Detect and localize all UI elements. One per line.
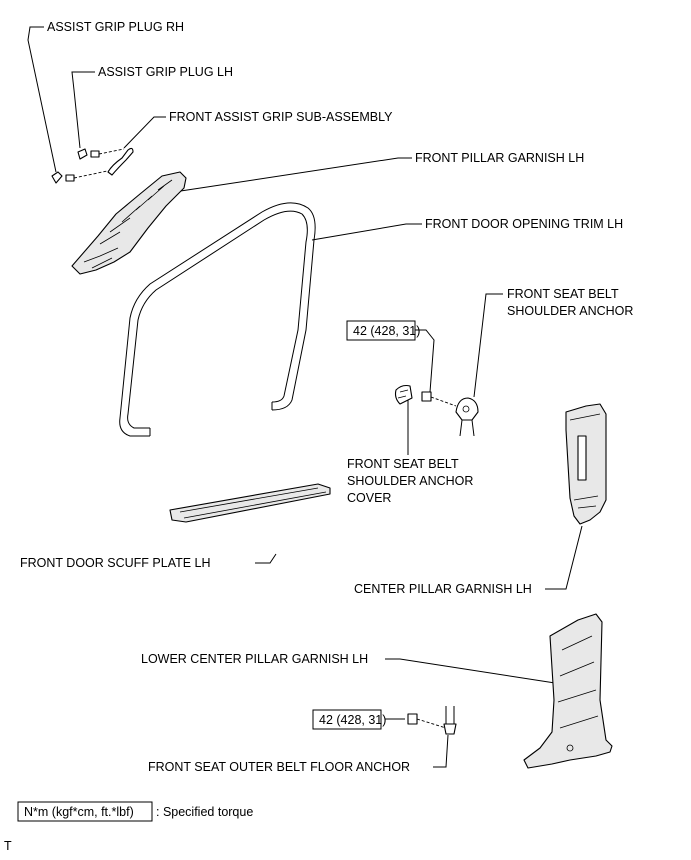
front-pillar-garnish-ribs xyxy=(99,179,173,245)
label-shoulder-anchor-cover-line3: COVER xyxy=(347,491,391,505)
scuff-plate-group xyxy=(169,483,331,523)
scuff-plate-part xyxy=(169,483,331,523)
leader-assist-grip-plug-lh xyxy=(71,71,95,149)
shoulder-anchor-bolt xyxy=(421,391,432,402)
leader-shoulder-anchor xyxy=(473,293,503,398)
assist-grip-dash-lower xyxy=(73,169,113,179)
leader-center-pillar-garnish xyxy=(545,525,583,590)
center-pillar-garnish-detail xyxy=(569,413,601,509)
label-shoulder-anchor-line2: SHOULDER ANCHOR xyxy=(507,304,633,318)
leader-front-assist-grip xyxy=(123,116,166,149)
label-floor-anchor: FRONT SEAT OUTER BELT FLOOR ANCHOR xyxy=(148,760,410,774)
front-assist-grip-part xyxy=(107,147,134,176)
front-door-opening-trim-inner xyxy=(127,210,308,429)
leader-front-door-opening-trim xyxy=(311,223,422,241)
label-shoulder-anchor-cover-line1: FRONT SEAT BELT xyxy=(347,457,459,471)
leader-lower-center-pillar xyxy=(385,658,556,684)
corner-mark: T xyxy=(4,839,12,853)
torque-box-shoulder xyxy=(346,320,416,341)
leader-scuff-plate xyxy=(255,553,277,564)
shoulder-anchor-webbing xyxy=(459,419,475,437)
center-pillar-garnish-group xyxy=(565,403,607,525)
leader-floor-anchor xyxy=(433,734,449,768)
shoulder-anchor-part xyxy=(455,397,479,421)
lower-center-pillar-group xyxy=(523,613,613,769)
floor-anchor-webbing xyxy=(445,706,455,724)
assist-grip-bolt-upper xyxy=(90,150,100,158)
assist-grip-plug-rh-part xyxy=(51,171,63,184)
floor-anchor-bolt xyxy=(407,713,418,725)
shoulder-anchor-group xyxy=(394,384,479,437)
torque-value-shoulder: 42 (428, 31) xyxy=(353,324,420,338)
label-front-assist-grip: FRONT ASSIST GRIP SUB-ASSEMBLY xyxy=(169,110,393,124)
assist-grip-plug-lh-part xyxy=(77,148,88,160)
label-assist-grip-plug-rh: ASSIST GRIP PLUG RH xyxy=(47,20,184,34)
leader-front-pillar-garnish xyxy=(173,157,412,193)
front-door-opening-trim-ends xyxy=(149,402,273,436)
floor-anchor-dash xyxy=(416,718,447,729)
label-front-pillar-garnish: FRONT PILLAR GARNISH LH xyxy=(415,151,584,165)
label-shoulder-anchor-line1: FRONT SEAT BELT xyxy=(507,287,619,301)
lower-center-pillar-ribs xyxy=(557,635,599,729)
shoulder-anchor-cover-part xyxy=(394,384,413,405)
label-front-door-opening-trim: FRONT DOOR OPENING TRIM LH xyxy=(425,217,623,231)
legend-unit-text: N*m (kgf*cm, ft.*lbf) xyxy=(24,805,134,819)
shoulder-anchor-dash xyxy=(430,396,457,407)
front-door-opening-trim-group xyxy=(119,202,316,437)
shoulder-anchor-cover-detail xyxy=(397,389,409,399)
front-pillar-garnish-edge xyxy=(83,247,119,269)
label-shoulder-anchor-cover-line2: SHOULDER ANCHOR xyxy=(347,474,473,488)
lower-center-pillar-part xyxy=(523,613,613,769)
shoulder-anchor-hole xyxy=(462,405,470,413)
label-center-pillar-garnish: CENTER PILLAR GARNISH LH xyxy=(354,582,532,596)
assist-grip-bolt-lower xyxy=(65,174,75,182)
torque-value-floor: 42 (428, 31) xyxy=(319,713,386,727)
legend-unit-box xyxy=(17,801,153,822)
leader-assist-grip-plug-rh xyxy=(27,26,57,173)
center-pillar-garnish-slot xyxy=(577,435,587,481)
front-door-opening-trim-outer xyxy=(119,202,316,437)
front-pillar-garnish-part xyxy=(71,171,187,275)
lower-center-pillar-hole xyxy=(566,744,574,752)
scuff-plate-grooves xyxy=(179,487,327,519)
leader-lines xyxy=(27,26,583,768)
label-lower-center-pillar: LOWER CENTER PILLAR GARNISH LH xyxy=(141,652,368,666)
torque-box-floor xyxy=(312,709,382,730)
floor-anchor-part xyxy=(443,723,457,735)
assist-grip-group xyxy=(51,147,134,184)
floor-anchor-group xyxy=(407,706,457,735)
legend-description: : Specified torque xyxy=(156,805,253,819)
label-scuff-plate: FRONT DOOR SCUFF PLATE LH xyxy=(20,556,211,570)
front-pillar-garnish-group xyxy=(71,171,187,275)
leader-torque-shoulder xyxy=(415,329,435,393)
label-assist-grip-plug-lh: ASSIST GRIP PLUG LH xyxy=(98,65,233,79)
assist-grip-dash-upper xyxy=(98,148,125,155)
